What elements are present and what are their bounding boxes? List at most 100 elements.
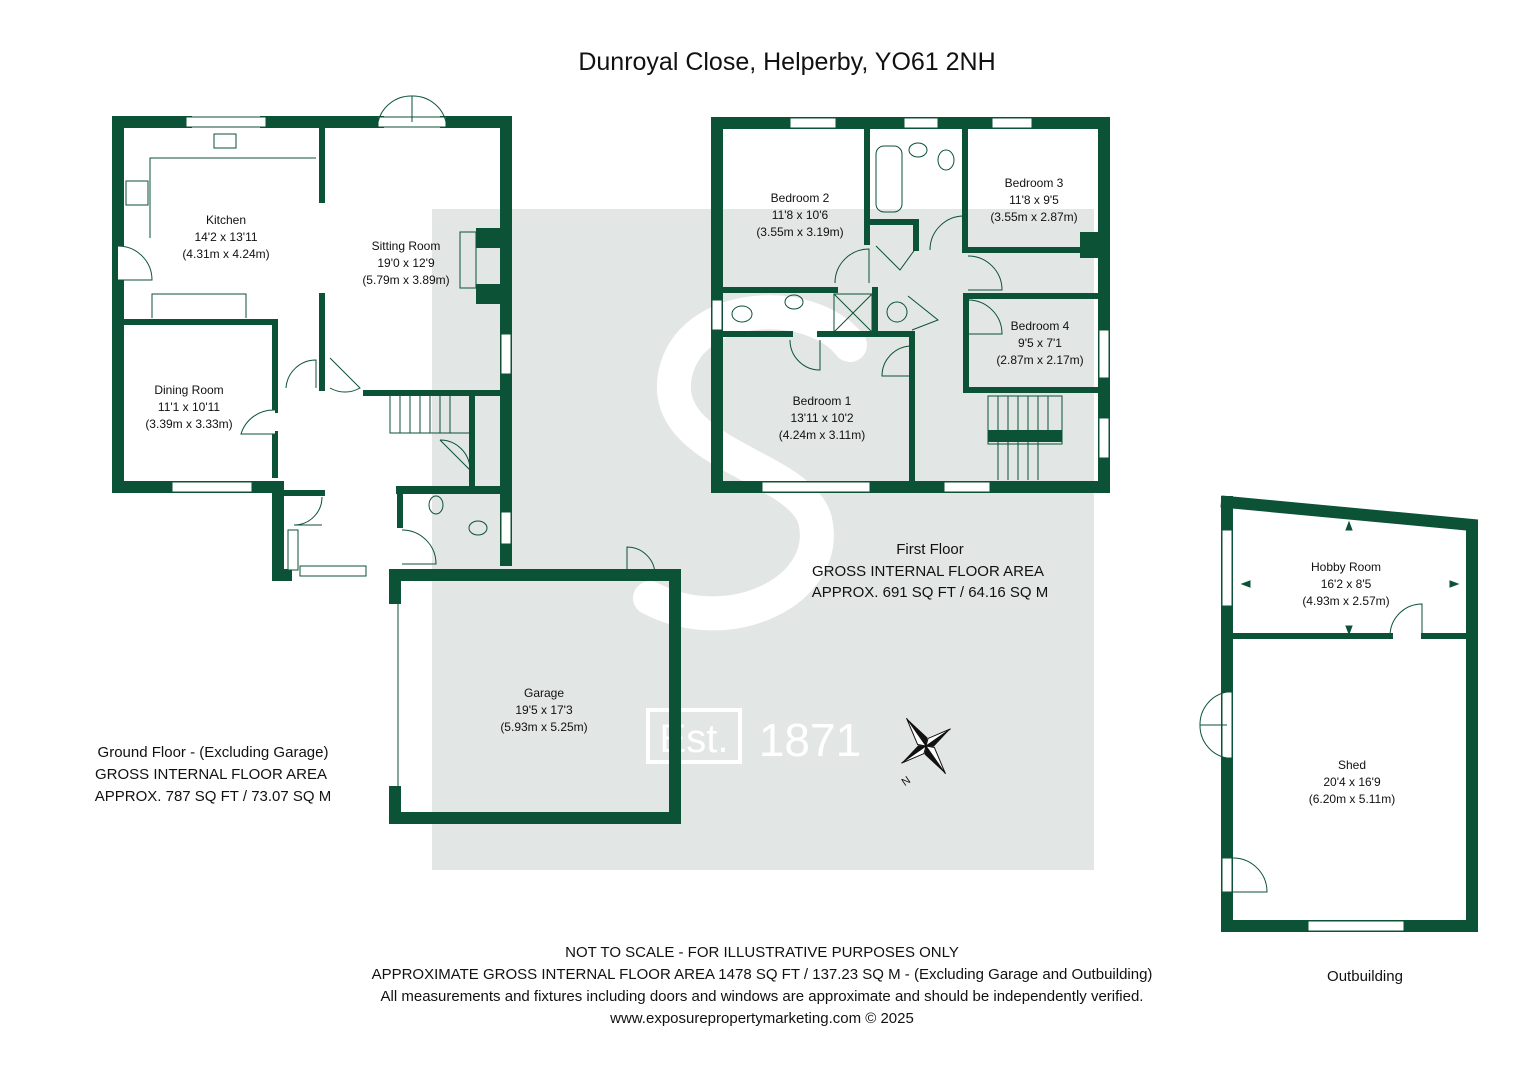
room-imperial: 19'0 x 12'9	[377, 256, 435, 270]
wc-toilet-icon	[468, 520, 488, 536]
outbuilding-caption: Outbuilding	[1327, 968, 1403, 985]
garage-wall	[389, 569, 681, 824]
watermark: Est. 1871	[432, 209, 1094, 870]
shed-window	[1307, 920, 1405, 932]
watermark-logo-s	[633, 295, 867, 631]
room-name: Sitting Room	[372, 239, 441, 253]
chimney-breast-top	[476, 228, 500, 248]
dining-door	[240, 409, 276, 435]
footer-line: APPROXIMATE GROSS INTERNAL FLOOR AREA 14…	[372, 966, 1153, 983]
room-name: Bedroom 4	[1011, 319, 1070, 333]
ground-porch-wall	[272, 481, 292, 581]
room-hobby: Hobby Room 16'2 x 8'5 (4.93m x 2.57m)	[1302, 560, 1389, 608]
sink-icon	[213, 133, 237, 149]
hob-icon	[125, 180, 149, 206]
first-floor-caption: First Floor GROSS INTERNAL FLOOR AREA AP…	[812, 541, 1048, 601]
page-title: Dunroyal Close, Helperby, YO61 2NH	[578, 48, 995, 76]
sitting-door-b	[329, 357, 361, 393]
room-dining: Dining Room 11'1 x 10'11 (3.39m x 3.33m)	[145, 383, 232, 431]
bed3-chimney	[1080, 232, 1098, 258]
room-kitchen: Kitchen 14'2 x 13'11 (4.31m x 4.24m)	[182, 213, 269, 261]
kitchen-worktop	[149, 157, 316, 238]
arrow-down-icon	[1345, 625, 1353, 636]
stair-window	[1098, 417, 1110, 459]
ground-floor-plan	[112, 116, 681, 824]
fireplace-hearth	[459, 231, 477, 289]
bathroom-door	[929, 215, 965, 251]
chimney-breast-bottom	[476, 284, 500, 304]
room-imperial: 14'2 x 13'11	[194, 230, 257, 244]
bed2-window	[789, 117, 837, 129]
room-name: Garage	[524, 686, 564, 700]
room-name: Hobby Room	[1311, 560, 1381, 574]
cupboard-door	[439, 439, 471, 472]
outbuilding-plan	[1220, 495, 1478, 932]
bed3-window	[991, 117, 1033, 129]
room-bedroom-1: Bedroom 1 13'11 x 10'2 (4.24m x 3.11m)	[779, 394, 865, 442]
arrow-left-icon	[1240, 580, 1251, 588]
bed2-door	[834, 248, 870, 284]
room-imperial: 19'5 x 17'3	[515, 703, 573, 717]
room-imperial: 13'11 x 10'2	[790, 411, 853, 425]
footer-line: www.exposurepropertymarketing.com © 2025	[609, 1010, 914, 1027]
staircase-first	[987, 395, 1063, 480]
shed-side-door	[1232, 857, 1268, 893]
shed-side-door-gap	[1221, 857, 1233, 893]
bed3-door	[967, 255, 1003, 291]
room-metric: (2.87m x 2.17m)	[996, 353, 1083, 367]
landing-cupboard-door	[875, 245, 917, 271]
bed4-walls	[963, 293, 1101, 393]
shed-door-top	[1199, 691, 1228, 726]
room-metric: (3.55m x 2.87m)	[990, 210, 1077, 224]
french-door-left	[377, 95, 413, 123]
room-imperial: 9'5 x 7'1	[1018, 336, 1062, 350]
caption-line: GROSS INTERNAL FLOOR AREA	[812, 563, 1044, 580]
watermark-year: 1871	[759, 714, 861, 766]
kitchen-window	[185, 116, 267, 128]
cylinder-icon	[886, 301, 908, 323]
airing-cupboard-door	[907, 295, 939, 331]
outbuilding-fixtures	[1199, 520, 1460, 932]
wc-basin-icon	[428, 495, 444, 515]
bed4-door	[967, 299, 1003, 335]
ensuite-window	[711, 299, 723, 331]
room-garage: Garage 19'5 x 17'3 (5.93m x 5.25m)	[500, 686, 587, 734]
wc-window	[500, 511, 512, 545]
room-bedroom-2: Bedroom 2 11'8 x 10'6 (3.55m x 3.19m)	[756, 191, 843, 239]
ensuite-basin-icon	[784, 294, 804, 310]
arrow-up-icon	[1345, 520, 1353, 531]
outbuilding-outline	[1220, 495, 1478, 932]
kitchen-side-door	[117, 245, 153, 281]
room-imperial: 11'1 x 10'11	[158, 400, 221, 414]
sitting-side-window	[500, 333, 512, 375]
room-imperial: 11'8 x 9'5	[1009, 193, 1059, 207]
bed1-window	[761, 481, 871, 493]
footer-notes: NOT TO SCALE - FOR ILLUSTRATIVE PURPOSES…	[372, 944, 1153, 1027]
room-metric: (5.79m x 3.89m)	[362, 273, 449, 287]
arrow-right-icon	[1449, 580, 1460, 588]
porch-window	[287, 529, 299, 571]
room-name: Dining Room	[154, 383, 223, 397]
first-floor-fixtures	[711, 117, 1110, 493]
room-metric: (4.31m x 4.24m)	[182, 247, 269, 261]
ensuite-toilet-icon	[731, 305, 753, 323]
dining-window	[171, 481, 253, 493]
room-bedroom-3: Bedroom 3 11'8 x 9'5 (3.55m x 2.87m)	[990, 176, 1077, 224]
room-shed: Shed 20'4 x 16'9 (6.20m x 5.11m)	[1309, 758, 1395, 806]
room-imperial: 16'2 x 8'5	[1321, 577, 1372, 591]
kitchen-worktop-south	[151, 293, 247, 318]
bathroom-window	[903, 117, 939, 129]
room-name: Shed	[1338, 758, 1366, 772]
front-door	[293, 496, 323, 526]
bathroom-basin-icon	[908, 142, 928, 158]
staircase-ground	[389, 394, 471, 434]
bed4-window	[1098, 329, 1110, 379]
room-imperial: 20'4 x 16'9	[1323, 775, 1381, 789]
footer-line: NOT TO SCALE - FOR ILLUSTRATIVE PURPOSES…	[565, 944, 959, 961]
shower-tray-icon	[833, 293, 873, 333]
hobby-window	[1221, 529, 1233, 607]
room-name: Kitchen	[206, 213, 246, 227]
porch-front-window	[299, 565, 367, 577]
watermark-est-box	[646, 708, 742, 764]
room-metric: (5.93m x 5.25m)	[500, 720, 587, 734]
